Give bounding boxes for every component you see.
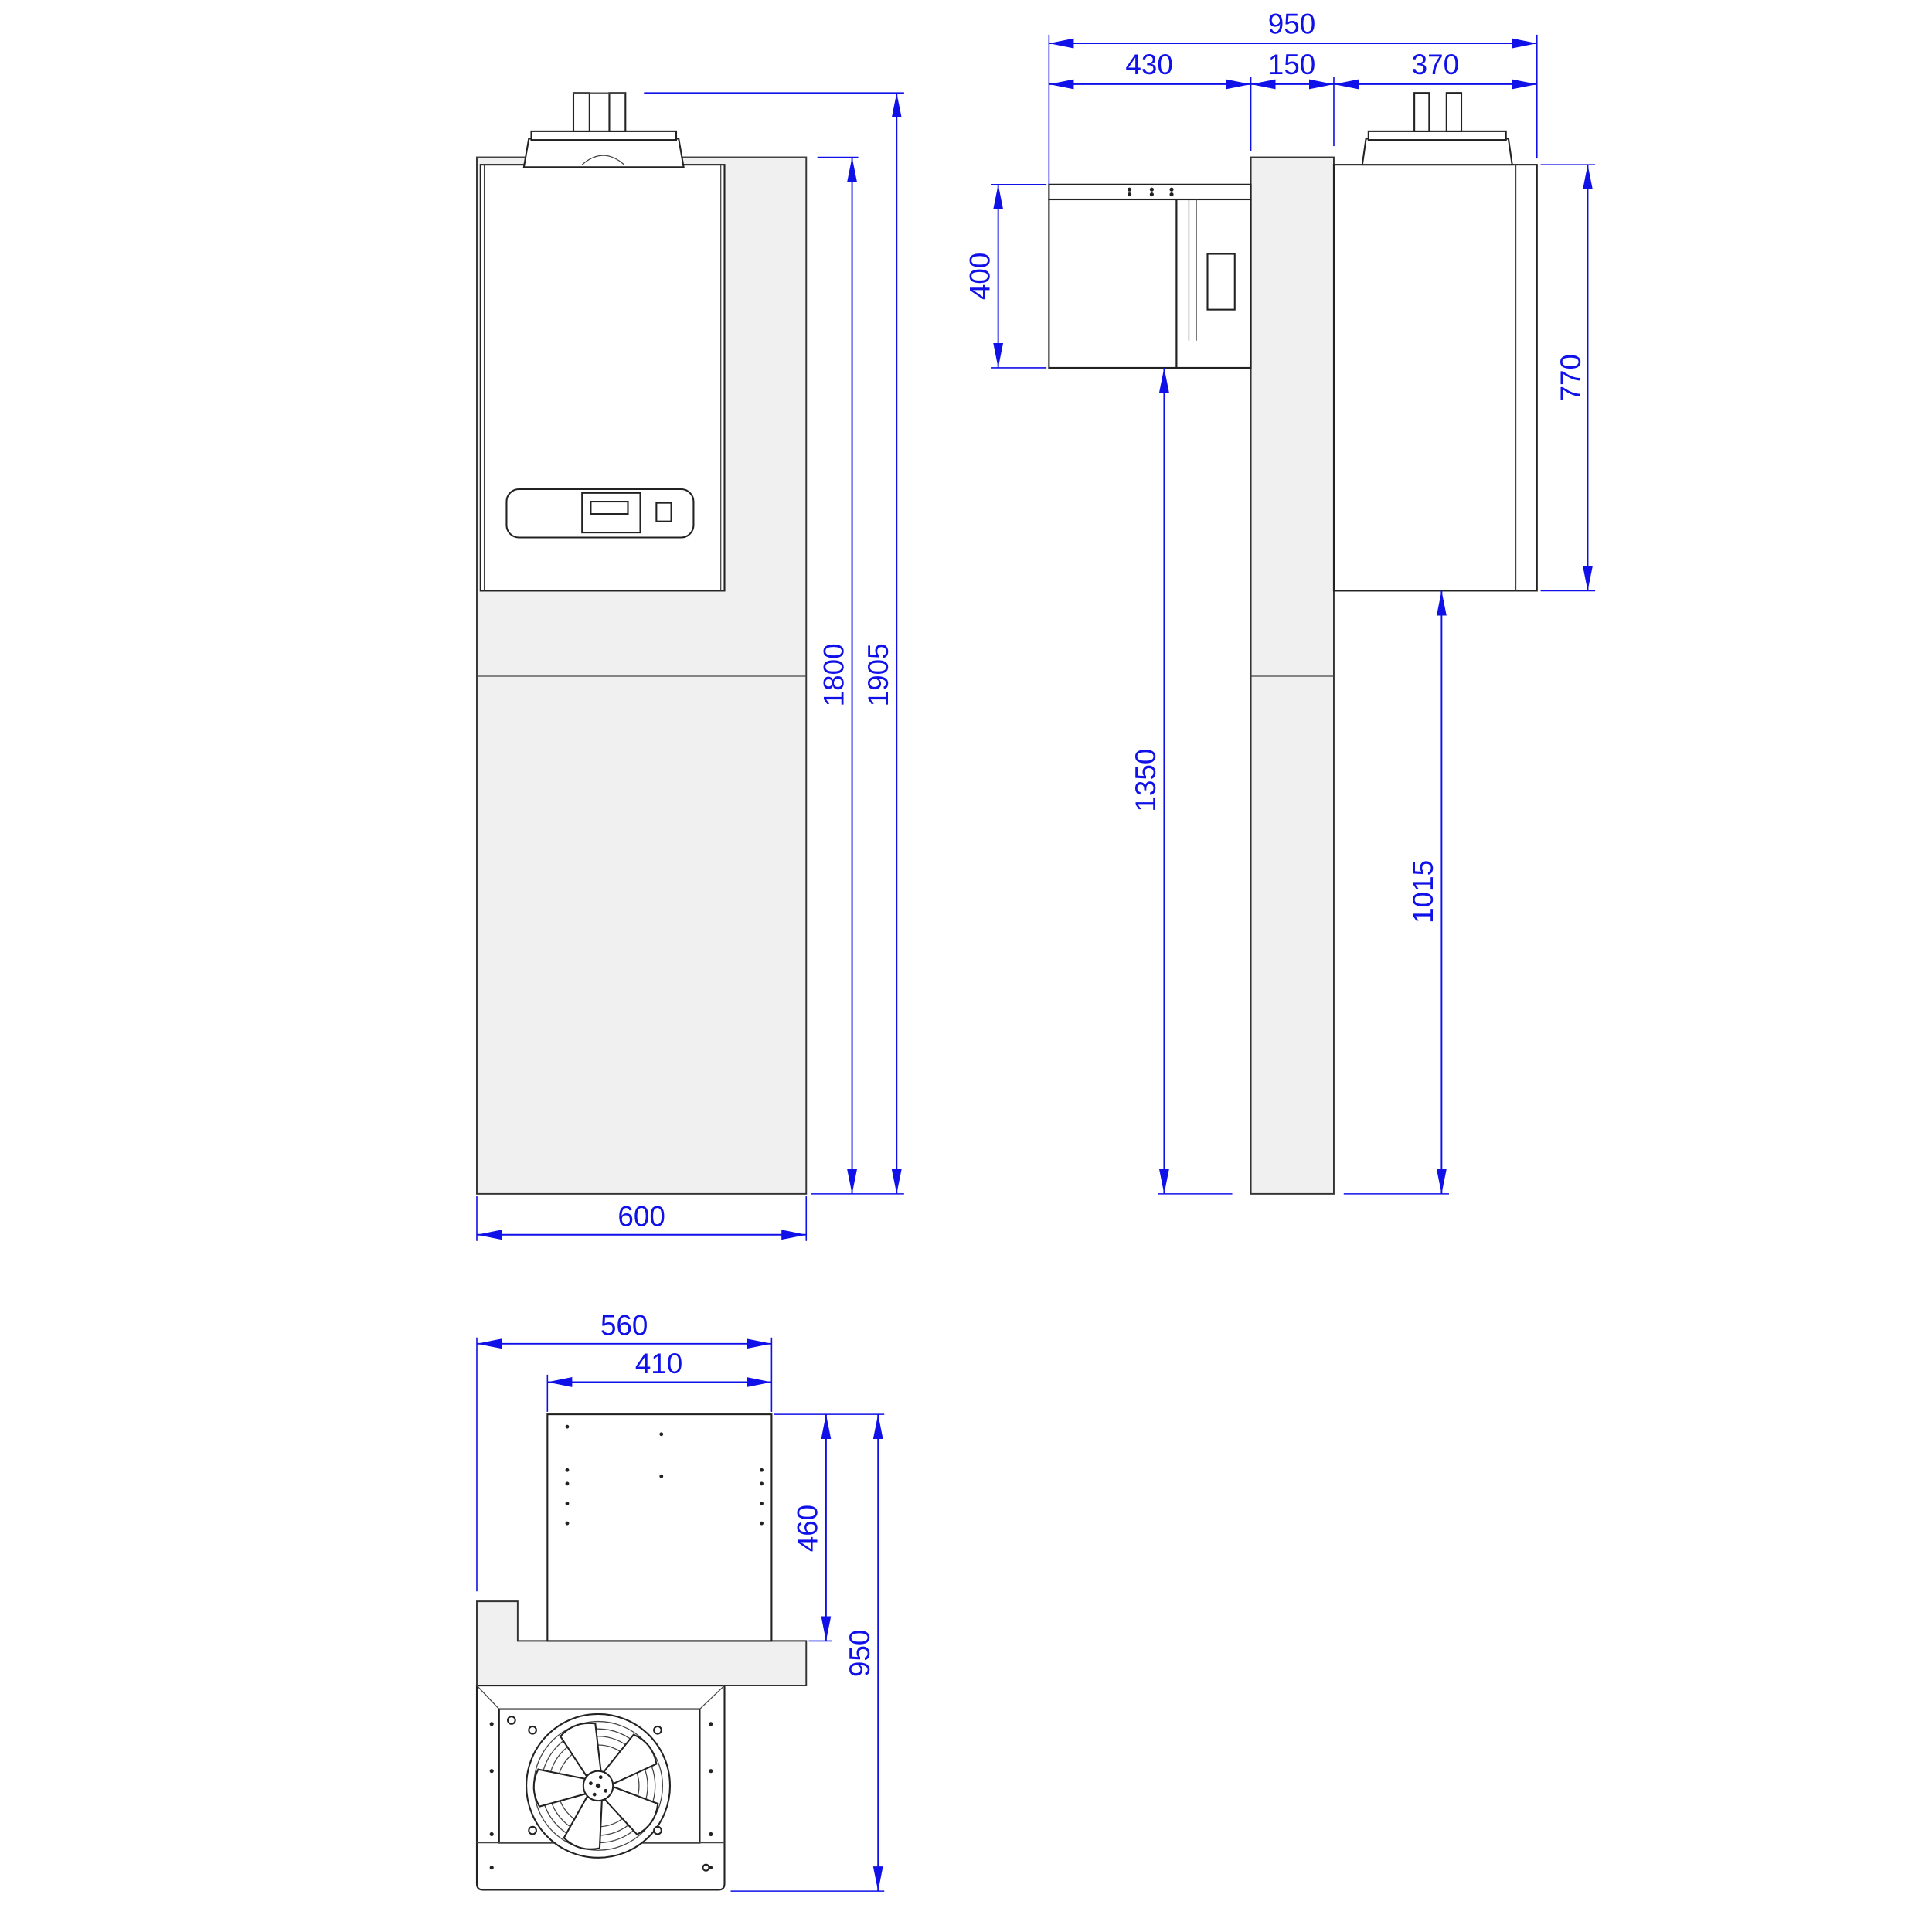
fan-blade (559, 1722, 602, 1778)
evaporator-unit-side (1332, 92, 1538, 592)
dimension-label: 1015 (1407, 860, 1439, 923)
control-panel (505, 488, 695, 539)
dimension-label: 1350 (1130, 749, 1162, 812)
dimension-label: 770 (1555, 354, 1587, 401)
evaporator-unit-top (546, 1413, 773, 1642)
condensing-unit-fan-top (475, 1685, 726, 1891)
flue-outlet-front (522, 92, 685, 168)
power-switch (655, 502, 672, 522)
fan-blade (602, 1733, 658, 1785)
dimension-label: 370 (1412, 49, 1459, 80)
fan-blade (563, 1794, 603, 1850)
dimension-label: 560 (600, 1310, 648, 1342)
fan-blade (603, 1785, 659, 1836)
dimension-label: 950 (1268, 8, 1315, 39)
wall-side (1250, 156, 1335, 1195)
dimension-label: 950 (844, 1630, 876, 1677)
fan-blade (532, 1768, 587, 1808)
condensing-unit-side (1048, 183, 1252, 369)
dimension-label: 1905 (862, 643, 894, 706)
dimension-label: 410 (635, 1348, 682, 1379)
dimension-label: 600 (617, 1201, 665, 1233)
dimension-label: 150 (1268, 49, 1315, 80)
side-view: 950 430 150 370 400 770 1350 1015 (964, 8, 1596, 1195)
top-view: 560 410 460 950 (475, 1310, 885, 1892)
dimension-label: 460 (792, 1505, 824, 1552)
dimension-label: 400 (964, 253, 995, 300)
dimension-label: 1800 (818, 643, 849, 706)
front-view: 1800 1905 600 (476, 92, 904, 1241)
dimension-label: 430 (1125, 49, 1172, 80)
